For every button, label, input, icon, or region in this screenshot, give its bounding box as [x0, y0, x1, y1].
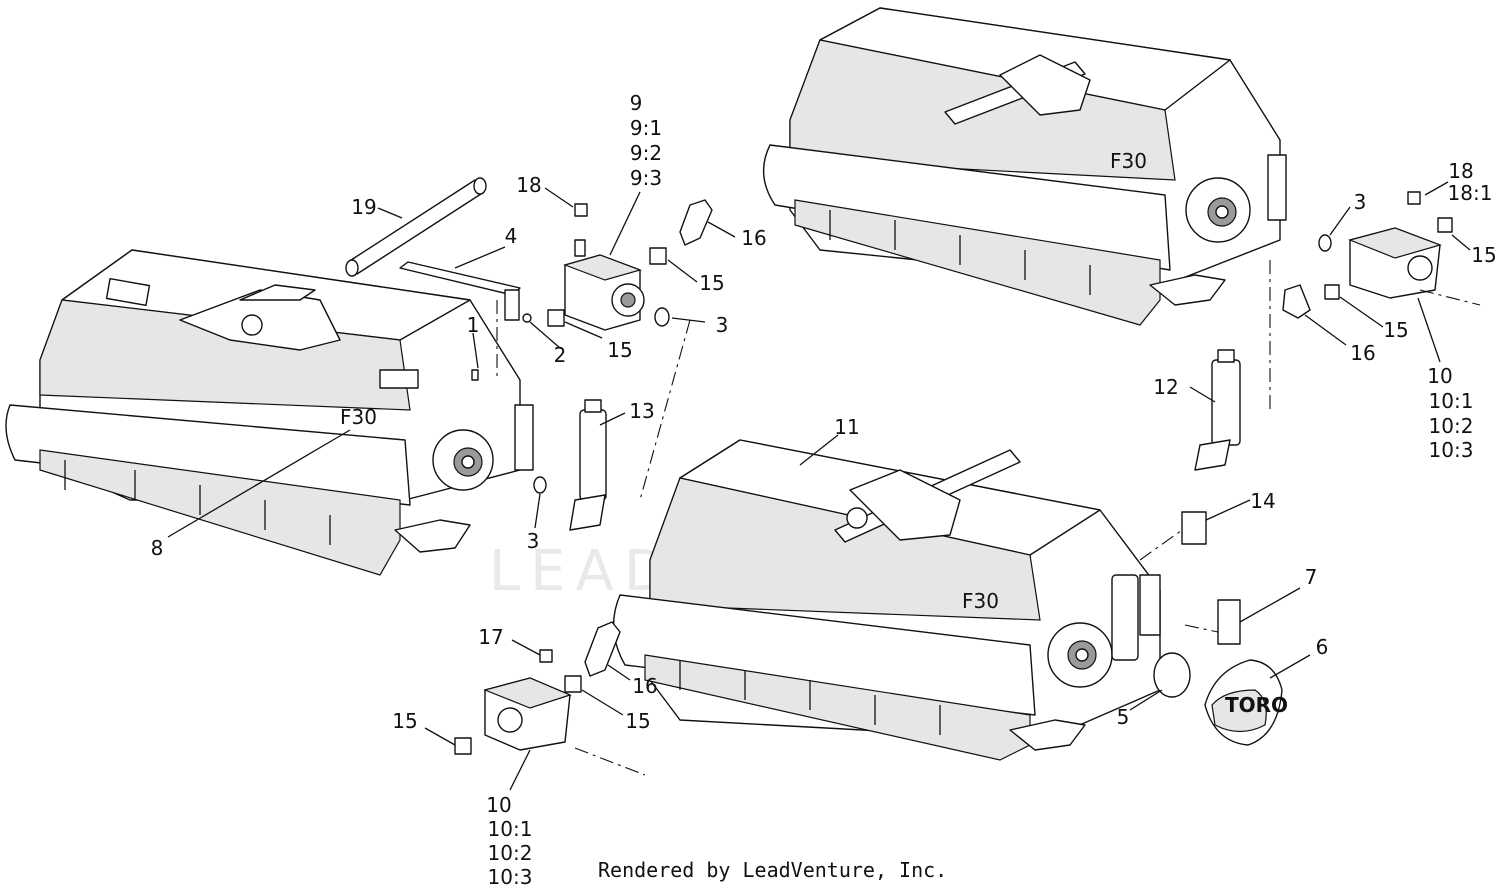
callout-16-a: 16: [741, 226, 766, 250]
fitting-15-upper-a: [1437, 217, 1453, 233]
fitting-15-lower-a: [564, 675, 582, 693]
callout-10-3-lower: 10:3: [488, 865, 533, 889]
callout-1: 1: [467, 313, 480, 337]
fitting-15-left-bottom: [547, 309, 565, 327]
callout-5: 5: [1117, 705, 1130, 729]
cutting-unit-left: F30: [5, 249, 534, 576]
hydraulic-motor-10-lower: [483, 677, 572, 751]
oring-3-left: [654, 307, 670, 327]
callout-3-upper: 3: [1354, 190, 1367, 214]
callout-17: 17: [478, 625, 503, 649]
callout-15-a: 15: [699, 271, 724, 295]
callout-10-3-upper: 10:3: [1429, 438, 1474, 462]
callout-9: 9: [630, 91, 643, 115]
fitting-18-upper: [1407, 191, 1421, 205]
callout-9-1: 9:1: [630, 116, 662, 140]
callout-13: 13: [629, 399, 654, 423]
callout-10-1-lower: 10:1: [488, 817, 533, 841]
callout-18-a: 18: [516, 173, 541, 197]
callout-14: 14: [1250, 489, 1275, 513]
callout-11: 11: [834, 415, 859, 439]
cylinder-12: [1194, 260, 1271, 471]
callout-10-2-upper: 10:2: [1429, 414, 1474, 438]
fitting-15-left-top: [649, 247, 667, 265]
callout-15-f: 15: [392, 709, 417, 733]
callout-8: 8: [151, 536, 164, 560]
callout-12: 12: [1153, 375, 1178, 399]
model-decal-upper: F30: [1110, 149, 1147, 173]
callout-2: 2: [554, 343, 567, 367]
leader-lines: [167, 181, 1481, 791]
hydraulic-motor-10-upper: [1348, 227, 1442, 299]
decal-7: [1217, 599, 1241, 645]
callout-10-1-upper: 10:1: [1429, 389, 1474, 413]
callout-16-c: 16: [632, 674, 657, 698]
callout-10-2-lower: 10:2: [488, 841, 533, 865]
callout-15-b: 15: [607, 338, 632, 362]
callout-6: 6: [1316, 635, 1329, 659]
fitting-18-left: [574, 203, 588, 217]
cutting-unit-upper: F30: [762, 7, 1287, 326]
cutting-unit-center: F30: [612, 439, 1161, 761]
cover-6: TORO: [1204, 659, 1288, 746]
model-decal-center: F30: [962, 589, 999, 613]
hydraulic-motor-9: [563, 239, 645, 331]
fitting-15-upper-b: [1324, 284, 1340, 300]
decal-14: [1181, 511, 1207, 545]
fitting-2: [522, 313, 532, 323]
cylinder-13: [533, 319, 691, 531]
bracket-4: [399, 261, 521, 380]
fitting-1: [471, 369, 479, 381]
callout-9-2: 9:2: [630, 141, 662, 165]
elbow-16-left: [679, 199, 713, 246]
callout-3-left: 3: [716, 313, 729, 337]
callout-9-3: 9:3: [630, 166, 662, 190]
callout-15-d: 15: [1383, 318, 1408, 342]
oring-3-upper: [1318, 234, 1332, 252]
cover-brand-text: TORO: [1225, 693, 1288, 717]
shaft-19: [345, 177, 487, 277]
oring-5: [1153, 652, 1191, 698]
elbow-16-upper: [1282, 284, 1311, 319]
callout-10-lower: 10: [486, 793, 511, 817]
render-credit: Rendered by LeadVenture, Inc.: [598, 858, 948, 882]
callout-3-lower: 3: [527, 529, 540, 553]
callout-18-b: 18: [1448, 159, 1473, 183]
model-decal-left: F30: [340, 405, 377, 429]
callout-4: 4: [505, 224, 518, 248]
fitting-15-lower-b: [454, 737, 472, 755]
callout-16-b: 16: [1350, 341, 1375, 365]
elbow-16-lower: [584, 621, 621, 677]
callout-10-upper: 10: [1427, 364, 1452, 388]
fitting-17: [539, 649, 553, 663]
callout-15-c: 15: [1471, 243, 1496, 267]
callout-7: 7: [1305, 565, 1318, 589]
callout-15-e: 15: [625, 709, 650, 733]
callout-18-1-b: 18:1: [1448, 181, 1493, 205]
callout-labels: 1 2 3 3 3 4 5 6 7 8 9 9:1 9:2 9:3 10 10:…: [151, 91, 1497, 889]
callout-19: 19: [351, 195, 376, 219]
